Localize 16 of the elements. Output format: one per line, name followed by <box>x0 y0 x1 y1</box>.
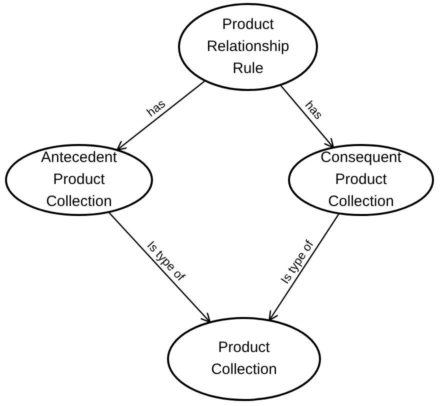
node-text: Consequent Product Collection <box>320 148 402 212</box>
ellipse-node <box>5 144 153 216</box>
edge-label: Is type of <box>145 239 187 284</box>
node-text: Product Relationship Rule <box>206 15 290 79</box>
arrow <box>280 85 334 148</box>
node-text: Antecedent Product Collection <box>40 148 118 212</box>
ellipse-node <box>288 144 434 216</box>
arrow <box>108 212 211 323</box>
ellipse-node <box>167 317 321 401</box>
edge-label: has <box>144 98 167 119</box>
ellipse-node <box>178 3 318 91</box>
edge-label: Is type of <box>278 238 316 286</box>
arrow <box>268 214 340 321</box>
edge-label: has <box>302 99 325 122</box>
arrow <box>116 80 205 151</box>
node-text: Product Collection <box>210 338 278 380</box>
